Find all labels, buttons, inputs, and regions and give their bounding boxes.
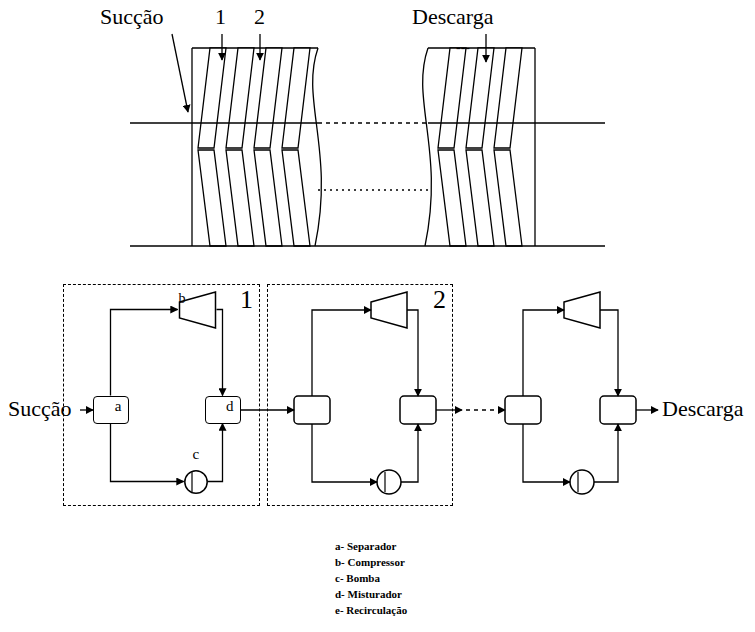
pump-symbol: c bbox=[184, 470, 208, 494]
screw-rotor bbox=[226, 48, 254, 148]
flow-connector bbox=[208, 424, 223, 482]
stage-box: 1 a b c d bbox=[63, 284, 260, 506]
port-label: Descarga bbox=[412, 4, 493, 29]
compressor-outline bbox=[179, 292, 215, 328]
pump-outline bbox=[191, 472, 192, 492]
flow-line bbox=[312, 424, 377, 482]
node-letter: b bbox=[179, 291, 213, 306]
screw-rotor bbox=[198, 48, 226, 148]
flow-connector bbox=[217, 310, 223, 396]
screw-rotor bbox=[282, 150, 310, 246]
node-letter: 2 bbox=[433, 286, 446, 315]
stage-equipment bbox=[377, 470, 401, 494]
screw-rotor bbox=[130, 48, 605, 246]
node-letter: a bbox=[115, 398, 122, 415]
mixer-box: d bbox=[205, 396, 241, 424]
pump-outline bbox=[184, 470, 206, 492]
node-letter: d bbox=[226, 398, 234, 415]
stage-box: 2 bbox=[267, 284, 453, 506]
stage-equipment bbox=[294, 292, 636, 494]
screw-rotor bbox=[226, 150, 254, 246]
port-label: Sucção bbox=[100, 4, 164, 29]
screw-rotor bbox=[313, 48, 322, 246]
screw-rotor bbox=[438, 48, 466, 148]
flow-line bbox=[312, 310, 371, 396]
flow-line bbox=[594, 424, 618, 482]
compressor-symbol: b bbox=[176, 290, 219, 330]
separator-box: a bbox=[93, 396, 129, 424]
flow-line bbox=[466, 409, 505, 410]
flow-line bbox=[80, 310, 658, 482]
node-letter: 1 bbox=[240, 286, 253, 315]
screw-rotor bbox=[318, 122, 428, 123]
screw-rotor bbox=[198, 150, 226, 246]
screw-rotor bbox=[191, 48, 192, 246]
flow-line bbox=[436, 409, 462, 410]
pump-detail bbox=[384, 472, 385, 492]
stage-equipment bbox=[400, 396, 436, 424]
screw-rotor bbox=[130, 245, 605, 246]
screw-rotor bbox=[130, 122, 318, 123]
port-arrow bbox=[172, 34, 486, 112]
stage-equipment bbox=[294, 396, 330, 424]
port-number: 1 bbox=[215, 4, 226, 29]
pump-detail bbox=[577, 472, 578, 492]
flow-line bbox=[407, 310, 418, 396]
port-arrow bbox=[485, 34, 486, 62]
screw-rotor bbox=[254, 48, 282, 148]
flow-line bbox=[401, 424, 418, 482]
flow-line bbox=[523, 424, 570, 482]
stage-equipment bbox=[371, 292, 407, 328]
legend-key: e- Recirculação bbox=[335, 604, 407, 617]
screw-rotor bbox=[254, 150, 282, 246]
screw-rotor bbox=[534, 48, 535, 246]
node-letter: c bbox=[193, 446, 199, 463]
screw-rotor bbox=[466, 150, 494, 246]
screw-rotor bbox=[466, 48, 494, 148]
flow-line bbox=[523, 310, 564, 396]
screw-rotor bbox=[494, 150, 522, 246]
flow-line bbox=[600, 310, 618, 396]
port-arrow bbox=[221, 34, 222, 60]
screw-rotor bbox=[318, 189, 428, 190]
flow-connector bbox=[111, 310, 178, 396]
screw-rotor bbox=[428, 122, 605, 123]
stage-equipment bbox=[600, 396, 636, 424]
screw-rotor bbox=[423, 48, 432, 246]
stage-equipment bbox=[570, 470, 594, 494]
legend-key: b- Compressor bbox=[335, 556, 405, 569]
legend-key: c- Bomba bbox=[335, 572, 380, 585]
pump-outline bbox=[184, 470, 208, 494]
screw-rotor bbox=[282, 48, 310, 148]
flow-label: Descarga bbox=[662, 396, 743, 421]
flow-label: Sucção bbox=[8, 396, 72, 421]
stage-equipment bbox=[564, 292, 600, 328]
flow-line bbox=[80, 409, 93, 410]
screw-rotor bbox=[494, 48, 522, 148]
flow-line bbox=[636, 409, 658, 410]
port-arrow bbox=[172, 34, 188, 112]
port-number: 2 bbox=[254, 4, 265, 29]
port-arrow bbox=[259, 34, 260, 60]
legend-key: a- Separador bbox=[335, 540, 396, 553]
ellipsis-mark: --- bbox=[456, 40, 470, 56]
screw-rotor bbox=[438, 150, 466, 246]
stage-equipment bbox=[505, 396, 541, 424]
legend-key: d- Misturador bbox=[335, 588, 402, 601]
flow-connector bbox=[111, 424, 184, 482]
